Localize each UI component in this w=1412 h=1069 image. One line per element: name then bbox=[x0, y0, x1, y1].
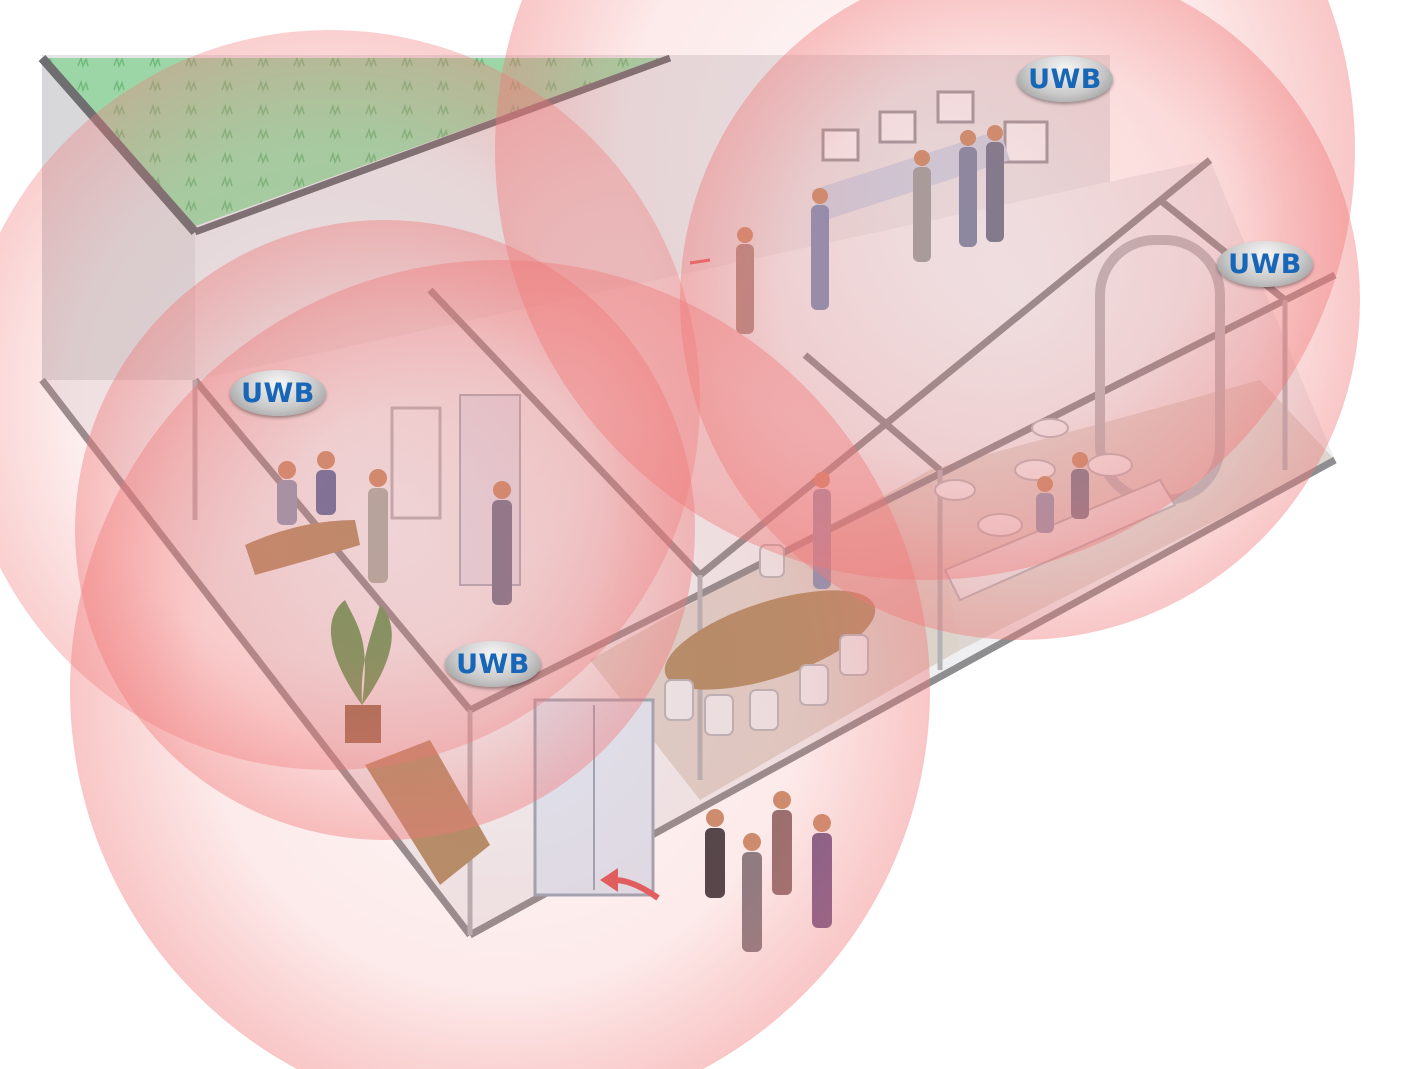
coverage-zones bbox=[0, 0, 1360, 1069]
uwb-anchor-label: UWB bbox=[241, 377, 315, 409]
uwb-anchor-badge: UWB bbox=[1217, 241, 1313, 287]
uwb-anchor-badge: UWB bbox=[445, 641, 541, 687]
uwb-anchor-label: UWB bbox=[1028, 63, 1102, 95]
uwb-anchor-label: UWB bbox=[456, 648, 530, 680]
uwb-anchor-badge: UWB bbox=[230, 370, 326, 416]
coverage-zone-lounge bbox=[680, 0, 1360, 640]
uwb-anchor-badge: UWB bbox=[1017, 56, 1113, 102]
uwb-anchor-label: UWB bbox=[1228, 248, 1302, 280]
